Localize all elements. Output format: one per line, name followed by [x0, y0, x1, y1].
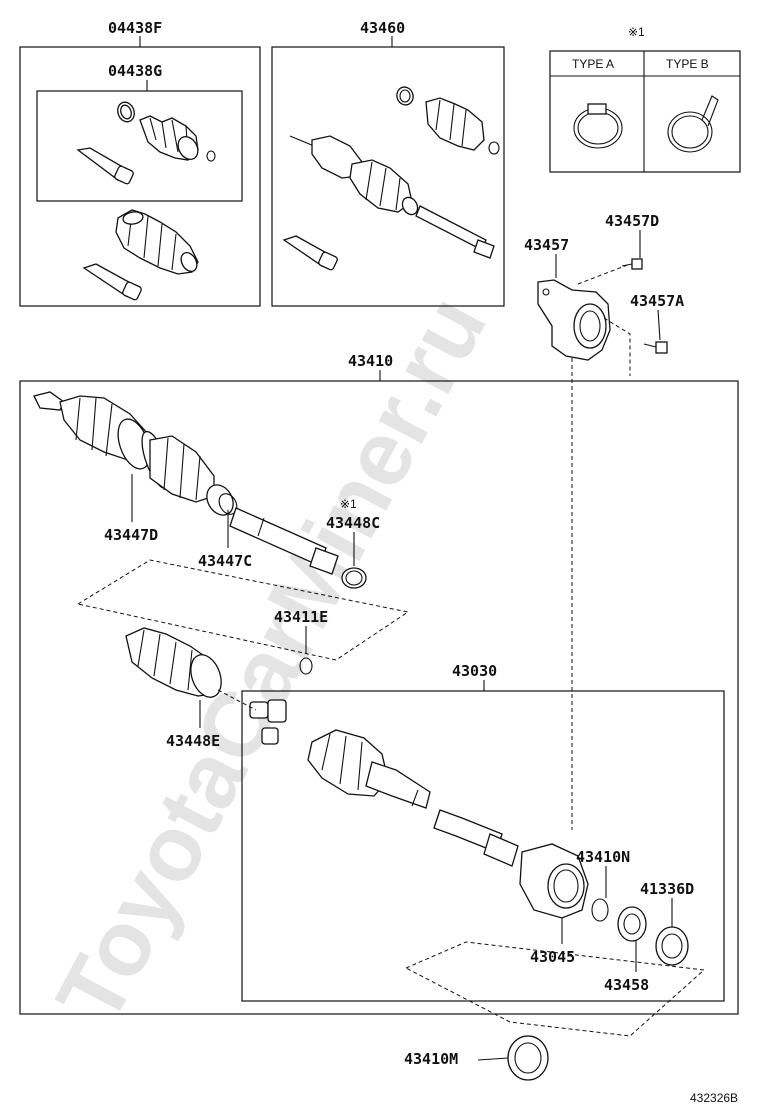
snap-ring-43411e-icon: [299, 657, 313, 675]
kit-box-43460: [271, 46, 505, 307]
assy-box-43410: [19, 380, 739, 1015]
label-43457[interactable]: 43457: [524, 236, 569, 254]
oil-seal-41336d-icon: [655, 926, 689, 966]
label-43448e[interactable]: 43448E: [166, 732, 220, 750]
clamp-type-table: [549, 50, 741, 173]
label-43457a[interactable]: 43457A: [630, 292, 684, 310]
grease-tube-3-icon: [282, 235, 338, 271]
bearing-housing-icon: [519, 843, 589, 919]
bracket-icon: [537, 279, 611, 361]
label-43460[interactable]: 43460: [360, 19, 405, 37]
boot-small-icon: [117, 101, 216, 162]
label-43457d[interactable]: 43457D: [605, 212, 659, 230]
drive-shaft-small-icon: [289, 135, 495, 259]
boot-43448e-icon: [125, 627, 222, 698]
note-mark-2: ※1: [340, 497, 357, 511]
label-43410n[interactable]: 43410N: [576, 848, 630, 866]
label-type-b: TYPE B: [666, 57, 709, 71]
label-43447d[interactable]: 43447D: [104, 526, 158, 544]
dust-seal-43410m-icon: [507, 1035, 549, 1081]
kit-box-04438g: [36, 90, 243, 202]
label-43410[interactable]: 43410: [348, 352, 393, 370]
diagram-code: 432326B: [690, 1091, 738, 1105]
label-43030[interactable]: 43030: [452, 662, 497, 680]
note-mark-1: ※1: [628, 25, 645, 39]
kit-box-04438f: [19, 46, 261, 307]
watermark-text: ToyotaCarMiner.ru: [38, 280, 506, 1040]
label-04438g[interactable]: 04438G: [108, 62, 162, 80]
bolt-43457a-icon: [643, 341, 668, 354]
snap-ring-43410n-icon: [591, 898, 609, 922]
label-43410m[interactable]: 43410M: [404, 1050, 458, 1068]
clamp-type-b-icon: [667, 95, 719, 153]
grease-tube-2-icon: [82, 263, 142, 301]
boot-large-icon: [115, 209, 199, 275]
assy-box-43030: [241, 690, 725, 1002]
label-type-a: TYPE A: [572, 57, 614, 71]
bearing-43458-icon: [617, 906, 647, 942]
outboard-shaft-icon: [307, 729, 519, 867]
label-43411e[interactable]: 43411E: [274, 608, 328, 626]
label-43448c[interactable]: 43448C: [326, 514, 380, 532]
boot-kit-icon: [396, 86, 500, 155]
bolt-43457d-icon: [621, 258, 643, 270]
label-43458[interactable]: 43458: [604, 976, 649, 994]
clamp-type-a-icon: [573, 103, 623, 149]
label-41336d[interactable]: 41336D: [640, 880, 694, 898]
tripod-joint-icon: [249, 699, 287, 745]
label-04438f[interactable]: 04438F: [108, 19, 162, 37]
label-43045[interactable]: 43045: [530, 948, 575, 966]
label-43447c[interactable]: 43447C: [198, 552, 252, 570]
grease-tube-icon: [76, 147, 134, 185]
drive-shaft-assy-icon: [33, 391, 339, 575]
